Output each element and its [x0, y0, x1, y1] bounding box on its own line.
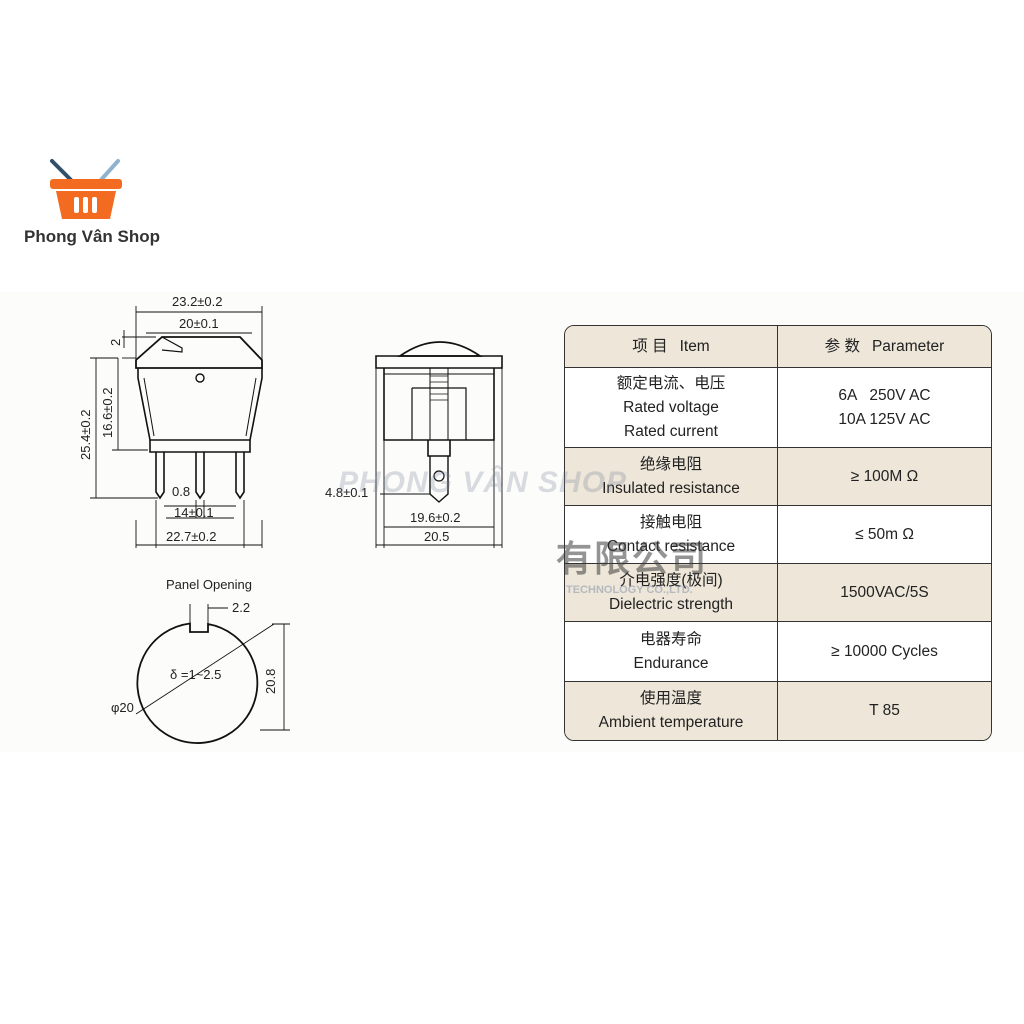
- header-param-en: Parameter: [871, 337, 945, 355]
- row-temperature-label: 使用温度 Ambient temperature: [565, 682, 778, 740]
- header-item-en: Item: [679, 337, 710, 355]
- label-en: Ambient temperature: [598, 714, 744, 731]
- row-dielectric-label: 介电强度(极间) Dielectric strength: [565, 564, 778, 622]
- label-cn: 电器寿命: [639, 630, 702, 648]
- front-view-dimension-lines: [90, 306, 263, 548]
- dim-diameter: φ20: [111, 700, 134, 715]
- side-view-dimension-lines: [375, 368, 503, 548]
- value-text: 1500VAC/5S: [840, 583, 929, 601]
- row-rated-value: 6A 250V AC 10A 125V AC: [778, 368, 991, 448]
- watermark-text: PHONG VÂN SHOP: [338, 466, 628, 499]
- header-param-cn: 参 数: [824, 337, 860, 355]
- value-text: ≥ 10000 Cycles: [831, 642, 938, 660]
- label-en: Dielectric strength: [608, 595, 734, 613]
- label-en: Endurance: [633, 654, 709, 672]
- dim-pin-thickness: 0.8: [172, 484, 190, 499]
- specification-table: 项 目 Item 参 数 Parameter 额定电流、电压 Rated vol…: [564, 325, 992, 741]
- row-endurance-label: 电器寿命 Endurance: [565, 622, 778, 682]
- row-insulation-value: ≥ 100M Ω: [778, 448, 991, 506]
- label-cn: 绝缘电阻: [639, 455, 702, 473]
- label-cn: 接触电阻: [639, 513, 702, 531]
- dim-rocker-step: 2: [108, 339, 123, 346]
- watermark-english: TECHNOLOGY CO.,LTD.: [566, 584, 693, 596]
- dim-terminal-width: 4.8±0.1: [325, 485, 368, 500]
- value-text: ≥ 100M Ω: [850, 467, 919, 485]
- dim-width-rocker: 20±0.1: [179, 316, 219, 331]
- dim-width-base: 22.7±0.2: [166, 529, 217, 544]
- value-text: 6A 250V AC: [838, 386, 931, 404]
- label-en: Insulated resistance: [602, 479, 740, 497]
- dim-notch: 2.2: [232, 600, 250, 615]
- row-temperature-value: T 85: [778, 682, 991, 740]
- value-text: ≤ 50m Ω: [855, 525, 914, 543]
- label-en: Rated voltage: [623, 398, 719, 416]
- label-cn: 使用温度: [639, 690, 702, 707]
- dim-width-outer: 23.2±0.2: [172, 294, 223, 309]
- dim-thickness: δ =1~2.5: [170, 667, 221, 682]
- front-view-switch: [135, 336, 263, 500]
- table-header-item: 项 目 Item: [565, 326, 778, 368]
- row-rated-label: 额定电流、电压 Rated voltage Rated current: [565, 368, 778, 448]
- shop-logo: Phong Vân Shop: [18, 155, 160, 255]
- label-cn: 介电强度(极间): [619, 571, 723, 589]
- watermark-chinese: 有限公司: [556, 538, 709, 579]
- row-insulation-label: 绝缘电阻 Insulated resistance: [565, 448, 778, 506]
- dim-pin-span: 14±0.1: [174, 505, 214, 520]
- panel-opening-dimension-lines: [135, 604, 290, 731]
- dim-flange-width: 20.5: [424, 529, 449, 544]
- dim-body-width: 19.6±0.2: [410, 510, 461, 525]
- value-text: 10A 125V AC: [838, 410, 931, 428]
- header-item-cn: 项 目: [632, 337, 668, 355]
- panel-opening-title: Panel Opening: [166, 577, 252, 592]
- label-cn: 额定电流、电压: [616, 374, 726, 392]
- side-view-switch: [375, 341, 503, 503]
- dim-panel-height: 20.8: [263, 669, 278, 694]
- brand-name: Phong Vân Shop: [24, 227, 160, 246]
- table-header-parameter: 参 数 Parameter: [778, 326, 991, 368]
- row-contact-label: 接触电阻 Contact resistance: [565, 506, 778, 564]
- shopping-basket-icon: [50, 159, 122, 219]
- row-dielectric-value: 1500VAC/5S: [778, 564, 991, 622]
- panel-opening-circle: [136, 622, 259, 744]
- dim-height-total: 25.4±0.2: [78, 409, 93, 460]
- row-endurance-value: ≥ 10000 Cycles: [778, 622, 991, 682]
- dim-height-body: 16.6±0.2: [100, 387, 115, 438]
- row-contact-value: ≤ 50m Ω: [778, 506, 991, 564]
- value-text: T 85: [869, 702, 900, 719]
- label-en: Contact resistance: [606, 537, 736, 555]
- label-en: Rated current: [624, 422, 718, 440]
